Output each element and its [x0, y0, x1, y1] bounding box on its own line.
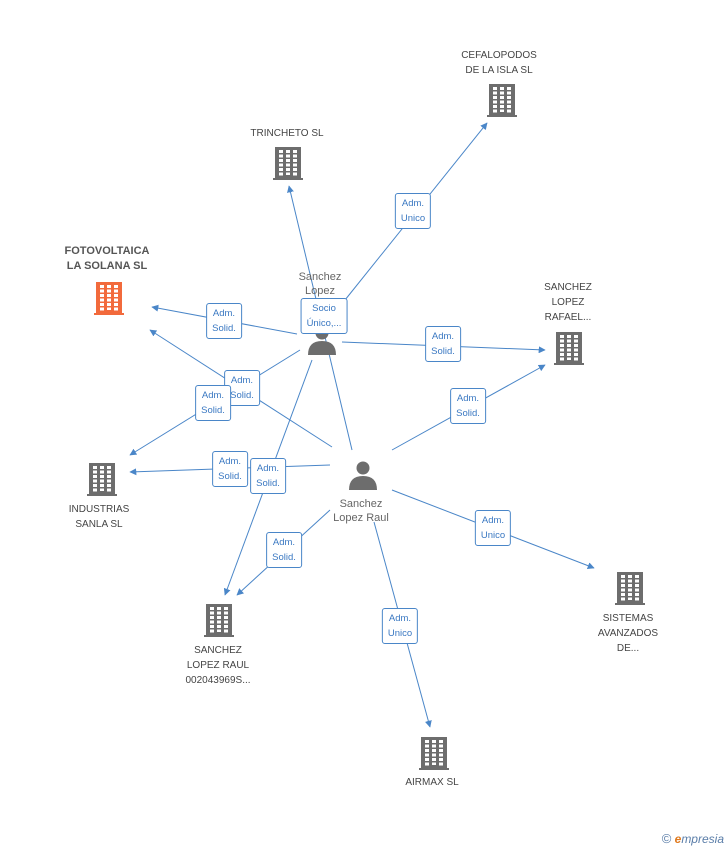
person-label-sanchez-lopez[interactable]: Sanchez Lopez — [298, 271, 342, 297]
edge-label-adm-unico-cefalopodos[interactable]: Adm. Unico — [394, 193, 432, 229]
company-label-airmax[interactable]: AIRMAX SL — [405, 777, 459, 788]
building-icon-industrias[interactable] — [87, 463, 117, 496]
empresia-watermark: © empresia — [662, 831, 724, 846]
edge-label-adm-solid-industrias-1[interactable]: Adm. Solid. — [195, 385, 231, 421]
building-icon-fotovoltaica[interactable] — [94, 282, 124, 315]
edge-label-adm-unico-sistemas[interactable]: Adm. Unico — [474, 510, 512, 546]
building-icon-trincheto[interactable] — [273, 147, 303, 180]
edge-label-adm-solid-fotovoltaica-1[interactable]: Adm. Solid. — [206, 303, 242, 339]
company-label-sistemas[interactable]: SISTEMAS AVANZADOS DE... — [597, 613, 659, 654]
edge-label-adm-solid-industrias-2[interactable]: Adm. Solid. — [212, 451, 248, 487]
edge-label-adm-solid-rafael-2[interactable]: Adm. Solid. — [450, 388, 486, 424]
brand-rest: mpresia — [681, 832, 724, 846]
edge-label-adm-solid-rafael-1[interactable]: Adm. Solid. — [425, 326, 461, 362]
copyright-symbol: © — [661, 831, 672, 846]
icons-layer — [87, 84, 645, 770]
building-icon-sanchez-rafael[interactable] — [554, 332, 584, 365]
company-label-cefalopodos[interactable]: CEFALOPODOS DE LA ISLA SL — [461, 50, 537, 76]
brand-initial: e — [674, 832, 682, 846]
company-label-trincheto[interactable]: TRINCHETO SL — [250, 128, 324, 139]
edge-label-adm-solid-raul-co-2[interactable]: Adm. Solid. — [266, 532, 302, 568]
person-label-sanchez-lopez-raul[interactable]: Sanchez Lopez Raul — [333, 498, 389, 524]
building-icon-sanchez-raul-co[interactable] — [204, 604, 234, 637]
building-icon-sistemas[interactable] — [615, 572, 645, 605]
company-label-sanchez-raul-co[interactable]: SANCHEZ LOPEZ RAUL 002043969S... — [185, 645, 251, 686]
edges-layer — [129, 122, 595, 728]
building-icon-cefalopodos[interactable] — [487, 84, 517, 117]
company-label-sanchez-rafael[interactable]: SANCHEZ LOPEZ RAFAEL... — [544, 282, 592, 323]
person-icon-sanchez-lopez-raul[interactable] — [349, 461, 377, 491]
company-label-industrias[interactable]: INDUSTRIAS SANLA SL — [68, 504, 130, 530]
edge-label-adm-unico-airmax[interactable]: Adm. Unico — [381, 608, 419, 644]
company-label-fotovoltaica[interactable]: FOTOVOLTAICA LA SOLANA SL — [64, 245, 150, 272]
edge-label-adm-solid-raul-co-1[interactable]: Adm. Solid. — [250, 458, 286, 494]
edge-label-socio-unico-trincheto[interactable]: Socio Único,... — [300, 298, 348, 334]
building-icon-airmax[interactable] — [419, 737, 449, 770]
